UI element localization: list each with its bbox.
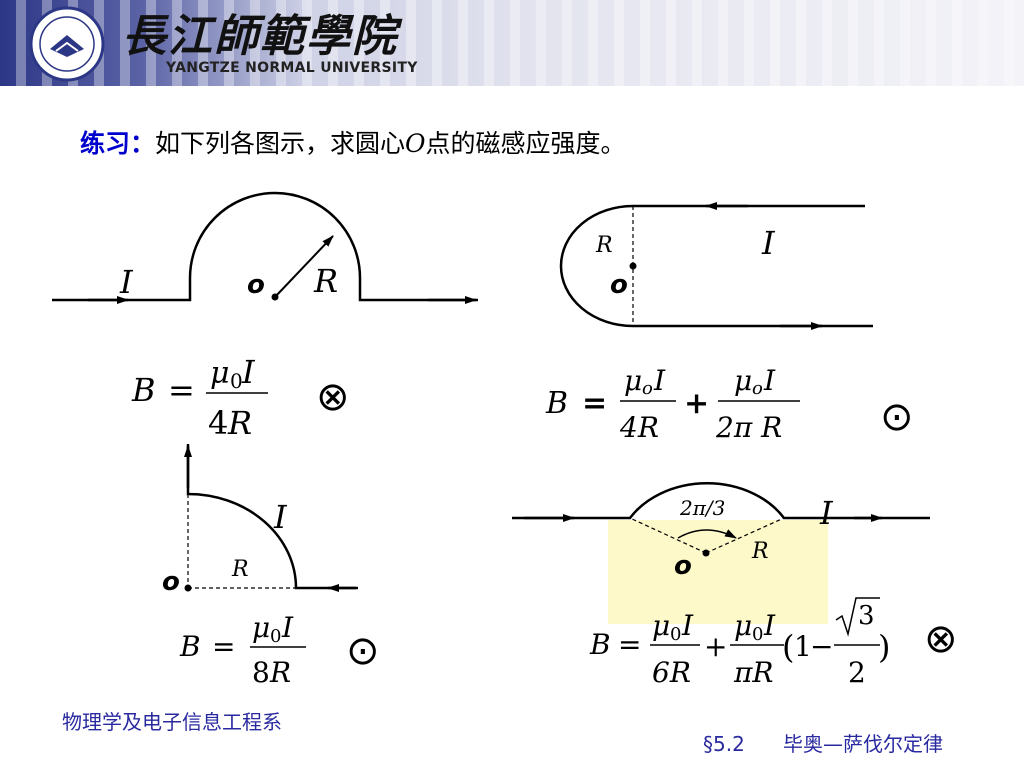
fig4-plus: + <box>704 630 727 663</box>
university-seal-icon <box>29 6 105 82</box>
fig2-t1-den: 4R <box>619 411 659 444</box>
footer-section: §5.2 毕奥—萨伐尔定律 <box>703 728 943 757</box>
fig2-B: B <box>545 386 568 421</box>
fig3-current-label: I <box>273 498 288 536</box>
fig3-B: B <box>179 630 201 663</box>
fig3-formula: B = μ 0 I 8 R ⊙ <box>179 611 380 689</box>
fig4-t2-sub: 0 <box>752 624 763 645</box>
fig4-formula: B = μ 0 I 6R + μ 0 I πR ( 1 − 3 2 ) ⊗ <box>589 597 958 689</box>
fig4-sqrt-radical <box>835 597 880 637</box>
fig4-angle-arc <box>677 529 737 539</box>
fig2-center-dot <box>629 262 637 270</box>
exercise-label: 练习： <box>80 129 156 158</box>
fig1-mu: μ <box>210 356 230 391</box>
fig2-plus: + <box>684 386 709 421</box>
figure-3-quarter-circle <box>184 444 358 592</box>
fig2-t2-sub: o <box>752 378 763 399</box>
figure-2-half-loop <box>559 202 873 330</box>
footer-law-name: 毕奥—萨伐尔定律 <box>782 732 943 756</box>
fig4-paren-open: ( <box>782 628 794 666</box>
fig4-t2-I: I <box>763 609 776 642</box>
fig4-t1-mu: μ <box>652 609 670 642</box>
fig1-direction-into-icon: ⊗ <box>316 374 350 420</box>
fig4-highlight-box <box>608 520 828 624</box>
header-stripes <box>0 0 1024 86</box>
fig4-eq: = <box>618 628 641 661</box>
fig2-radius-label: R <box>595 233 613 258</box>
fig4-t1-I: I <box>681 609 694 642</box>
footer-department: 物理学及电子信息工程系 <box>62 710 282 734</box>
fig4-direction-into-icon: ⊗ <box>924 616 958 662</box>
fig2-t2-mu: μ <box>734 364 752 397</box>
fig4-one: 1 <box>794 630 812 663</box>
figure-1-semicircle <box>52 191 478 304</box>
fig3-mu: μ <box>252 611 270 644</box>
fig3-center-dot <box>184 584 192 592</box>
fig4-angle-label: 2π/3 <box>679 496 725 520</box>
title-text-after: 点的磁感应强度。 <box>425 129 626 158</box>
fig4-t1-den: 6R <box>652 656 691 689</box>
fig1-mu-sub: 0 <box>230 369 243 393</box>
fig4-wire <box>512 482 930 520</box>
footer-section-number: §5.2 <box>703 732 745 756</box>
fig3-den-R: R <box>269 656 291 689</box>
title-o: O <box>405 129 426 158</box>
fig3-den-coef: 8 <box>252 656 270 689</box>
fig4-paren-close: ) <box>878 628 890 666</box>
fig3-eq: = <box>212 630 235 663</box>
fig2-direction-out-icon: ⊙ <box>880 394 914 440</box>
fig1-radius-label: R <box>313 262 338 300</box>
fig2-wire <box>559 204 873 328</box>
fig2-t2-I: I <box>763 364 776 397</box>
fig2-t1-I: I <box>653 364 666 397</box>
exercise-title: 练习：如下列各图示，求圆心O点的磁感应强度。 <box>80 124 626 160</box>
fig3-num-I: I <box>281 611 294 644</box>
fig2-t1-sub: o <box>642 378 653 399</box>
university-name-en: YANGTZE NORMAL UNIVERSITY <box>166 60 418 76</box>
fig1-den-R: R <box>227 404 252 442</box>
fig4-minus: − <box>810 630 833 663</box>
header-banner <box>0 0 1024 86</box>
fig1-den-coef: 4 <box>208 404 228 442</box>
fig4-radius-label: R <box>751 539 769 564</box>
fig3-direction-out-icon: ⊙ <box>346 628 380 674</box>
fig1-current-label: I <box>119 263 134 301</box>
fig4-center-dot <box>702 549 710 557</box>
fig2-current-label: I <box>761 224 776 262</box>
fig3-radius-label: R <box>231 557 249 582</box>
fig3-wire <box>186 444 358 590</box>
fig4-t2-mu: μ <box>734 609 752 642</box>
fig1-eq: = <box>168 371 195 409</box>
fig4-t1-sub: 0 <box>670 624 681 645</box>
fig1-num-I: I <box>241 353 256 391</box>
fig2-formula: B = μ o I 4R + μ o I 2π R ⊙ <box>545 364 914 444</box>
figure-4-arc <box>512 482 930 554</box>
fig1-formula: B = μ 0 I 4 R ⊗ <box>131 353 350 442</box>
fig4-sqrt-num: 3 <box>858 601 875 631</box>
fig3-center-label: o <box>162 567 180 597</box>
fig1-B: B <box>131 371 156 409</box>
fig2-t2-den: 2π R <box>715 411 782 444</box>
fig2-center-label: o <box>610 270 628 300</box>
fig4-sqrt-den: 2 <box>848 656 866 689</box>
fig2-t1-mu: μ <box>624 364 642 397</box>
fig1-radius-arrow <box>274 235 334 298</box>
fig4-B: B <box>589 628 611 661</box>
title-text-before: 如下列各图示，求圆心 <box>155 129 406 158</box>
fig1-wire <box>52 191 478 302</box>
fig2-eq: = <box>582 386 607 421</box>
fig4-current-label: I <box>819 494 834 532</box>
university-name-cn: 長江師範學院 <box>122 11 398 62</box>
fig4-center-label: o <box>674 551 692 581</box>
fig1-center-dot <box>271 293 279 301</box>
fig4-t2-den: πR <box>733 656 773 689</box>
fig4-dashed-right <box>705 517 785 554</box>
fig1-center-label: o <box>247 270 265 300</box>
fig3-mu-sub: 0 <box>270 626 281 647</box>
